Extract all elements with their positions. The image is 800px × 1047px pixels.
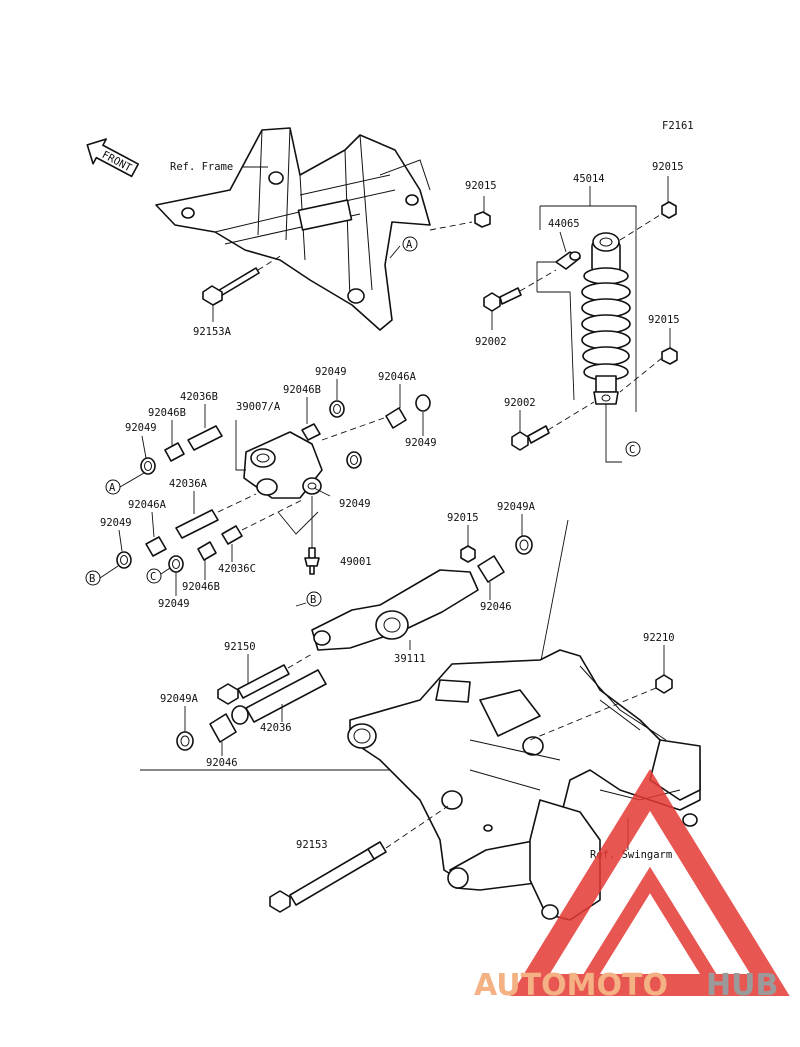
callout-b-link-letter: B	[89, 573, 95, 585]
seal-92049-e	[116, 551, 132, 569]
bearing-92046-left	[209, 713, 237, 743]
label-42036a: 42036A	[169, 478, 208, 490]
label-92049-a: 92049	[125, 422, 157, 434]
watermark-text-part1: AUTOMOTO	[474, 968, 668, 1003]
callout-c-link-letter: C	[150, 571, 156, 583]
seal-92049-d	[346, 451, 362, 469]
collar-44065	[555, 251, 581, 270]
label-92049a-left: 92049A	[160, 693, 199, 705]
label-92153: 92153	[296, 839, 328, 851]
label-92049-g: 92049	[158, 598, 190, 610]
rocker-arm-39007	[243, 431, 323, 499]
watermark-text-part2: HUB	[706, 968, 778, 1003]
nut-92015-rod	[460, 545, 476, 563]
nut-92015-frame	[474, 211, 491, 228]
nut-92210	[655, 674, 673, 694]
callout-b-rod-letter: B	[310, 594, 316, 606]
label-92049-e: 92049	[100, 517, 132, 529]
bolt-92002-top	[483, 287, 522, 312]
callout-a-link-letter: A	[109, 482, 116, 494]
label-49001: 49001	[340, 556, 372, 568]
label-92046-rod: 92046	[480, 601, 512, 613]
ref-frame-label: Ref. Frame	[170, 161, 233, 173]
seal-92049-g	[168, 555, 184, 573]
label-92049-c: 92049	[405, 437, 437, 449]
sleeve-42036b	[187, 425, 223, 451]
callout-c-link	[146, 568, 162, 584]
label-39007a: 39007/A	[236, 401, 281, 413]
nut-92015-shock-bottom	[661, 347, 678, 365]
label-92015-shock-bottom: 92015	[648, 314, 680, 326]
shock-absorber-45014	[581, 232, 631, 405]
bearing-92046a-left	[145, 536, 167, 557]
label-92015-rod: 92015	[447, 512, 479, 524]
tie-rod-39111	[311, 569, 479, 651]
callout-c-shock	[625, 441, 641, 457]
grease-fitting-49001	[304, 547, 320, 575]
front-arrow-icon: FRONT	[86, 138, 140, 178]
callout-a-frame	[402, 236, 418, 252]
label-42036b: 42036B	[180, 391, 218, 403]
callout-c-shock-letter: C	[629, 444, 635, 456]
label-92046b-low: 92046B	[182, 581, 220, 593]
seal-92049-a	[140, 457, 156, 475]
label-42036c: 42036C	[218, 563, 256, 575]
label-92002-bottom: 92002	[504, 397, 536, 409]
label-92015-frame: 92015	[465, 180, 497, 192]
label-45014: 45014	[573, 173, 605, 185]
nut-92015-shock-top	[661, 201, 677, 219]
label-92046b-mid: 92046B	[283, 384, 321, 396]
bearing-92046b-mid	[301, 423, 321, 441]
seal-92049-right	[415, 394, 431, 412]
automotohub-logo-icon	[510, 769, 790, 996]
label-92046a-top: 92046A	[378, 371, 417, 383]
label-92046b-top: 92046B	[148, 407, 186, 419]
bearing-92046a-top	[385, 407, 407, 429]
seal-92049-b	[329, 400, 345, 418]
label-92153a: 92153A	[193, 326, 232, 338]
bearing-92046b-low	[197, 541, 217, 561]
label-92049-b: 92049	[315, 366, 347, 378]
bolt-92153	[269, 841, 387, 913]
label-92046-left: 92046	[206, 757, 238, 769]
sleeve-42036	[245, 669, 327, 723]
bolt-92150	[217, 664, 290, 705]
callout-a-frame-letter: A	[406, 239, 413, 251]
bearing-92046-rod	[477, 555, 505, 583]
label-44065: 44065	[548, 218, 580, 230]
label-92046a-left: 92046A	[128, 499, 167, 511]
bolt-92002-bottom	[511, 425, 550, 451]
frame-reference-drawing	[155, 127, 431, 331]
callout-b-rod	[306, 591, 322, 607]
sleeve-42036c	[221, 525, 243, 545]
figure-code: F2161	[662, 120, 694, 132]
seal-92049a-rod	[515, 535, 533, 555]
label-92015-shock-top: 92015	[652, 161, 684, 173]
label-42036: 42036	[260, 722, 292, 734]
label-92150: 92150	[224, 641, 256, 653]
label-92002-top: 92002	[475, 336, 507, 348]
seal-92049a-left	[176, 731, 194, 751]
sleeve-42036a	[175, 509, 219, 539]
bearing-92046b-upper	[164, 442, 185, 462]
label-92049a-rod: 92049A	[497, 501, 536, 513]
bolt-92153a	[202, 267, 260, 306]
label-39111: 39111	[394, 653, 426, 665]
collar-42036-end	[231, 705, 249, 725]
label-92049-d: 92049	[339, 498, 371, 510]
label-92210: 92210	[643, 632, 675, 644]
